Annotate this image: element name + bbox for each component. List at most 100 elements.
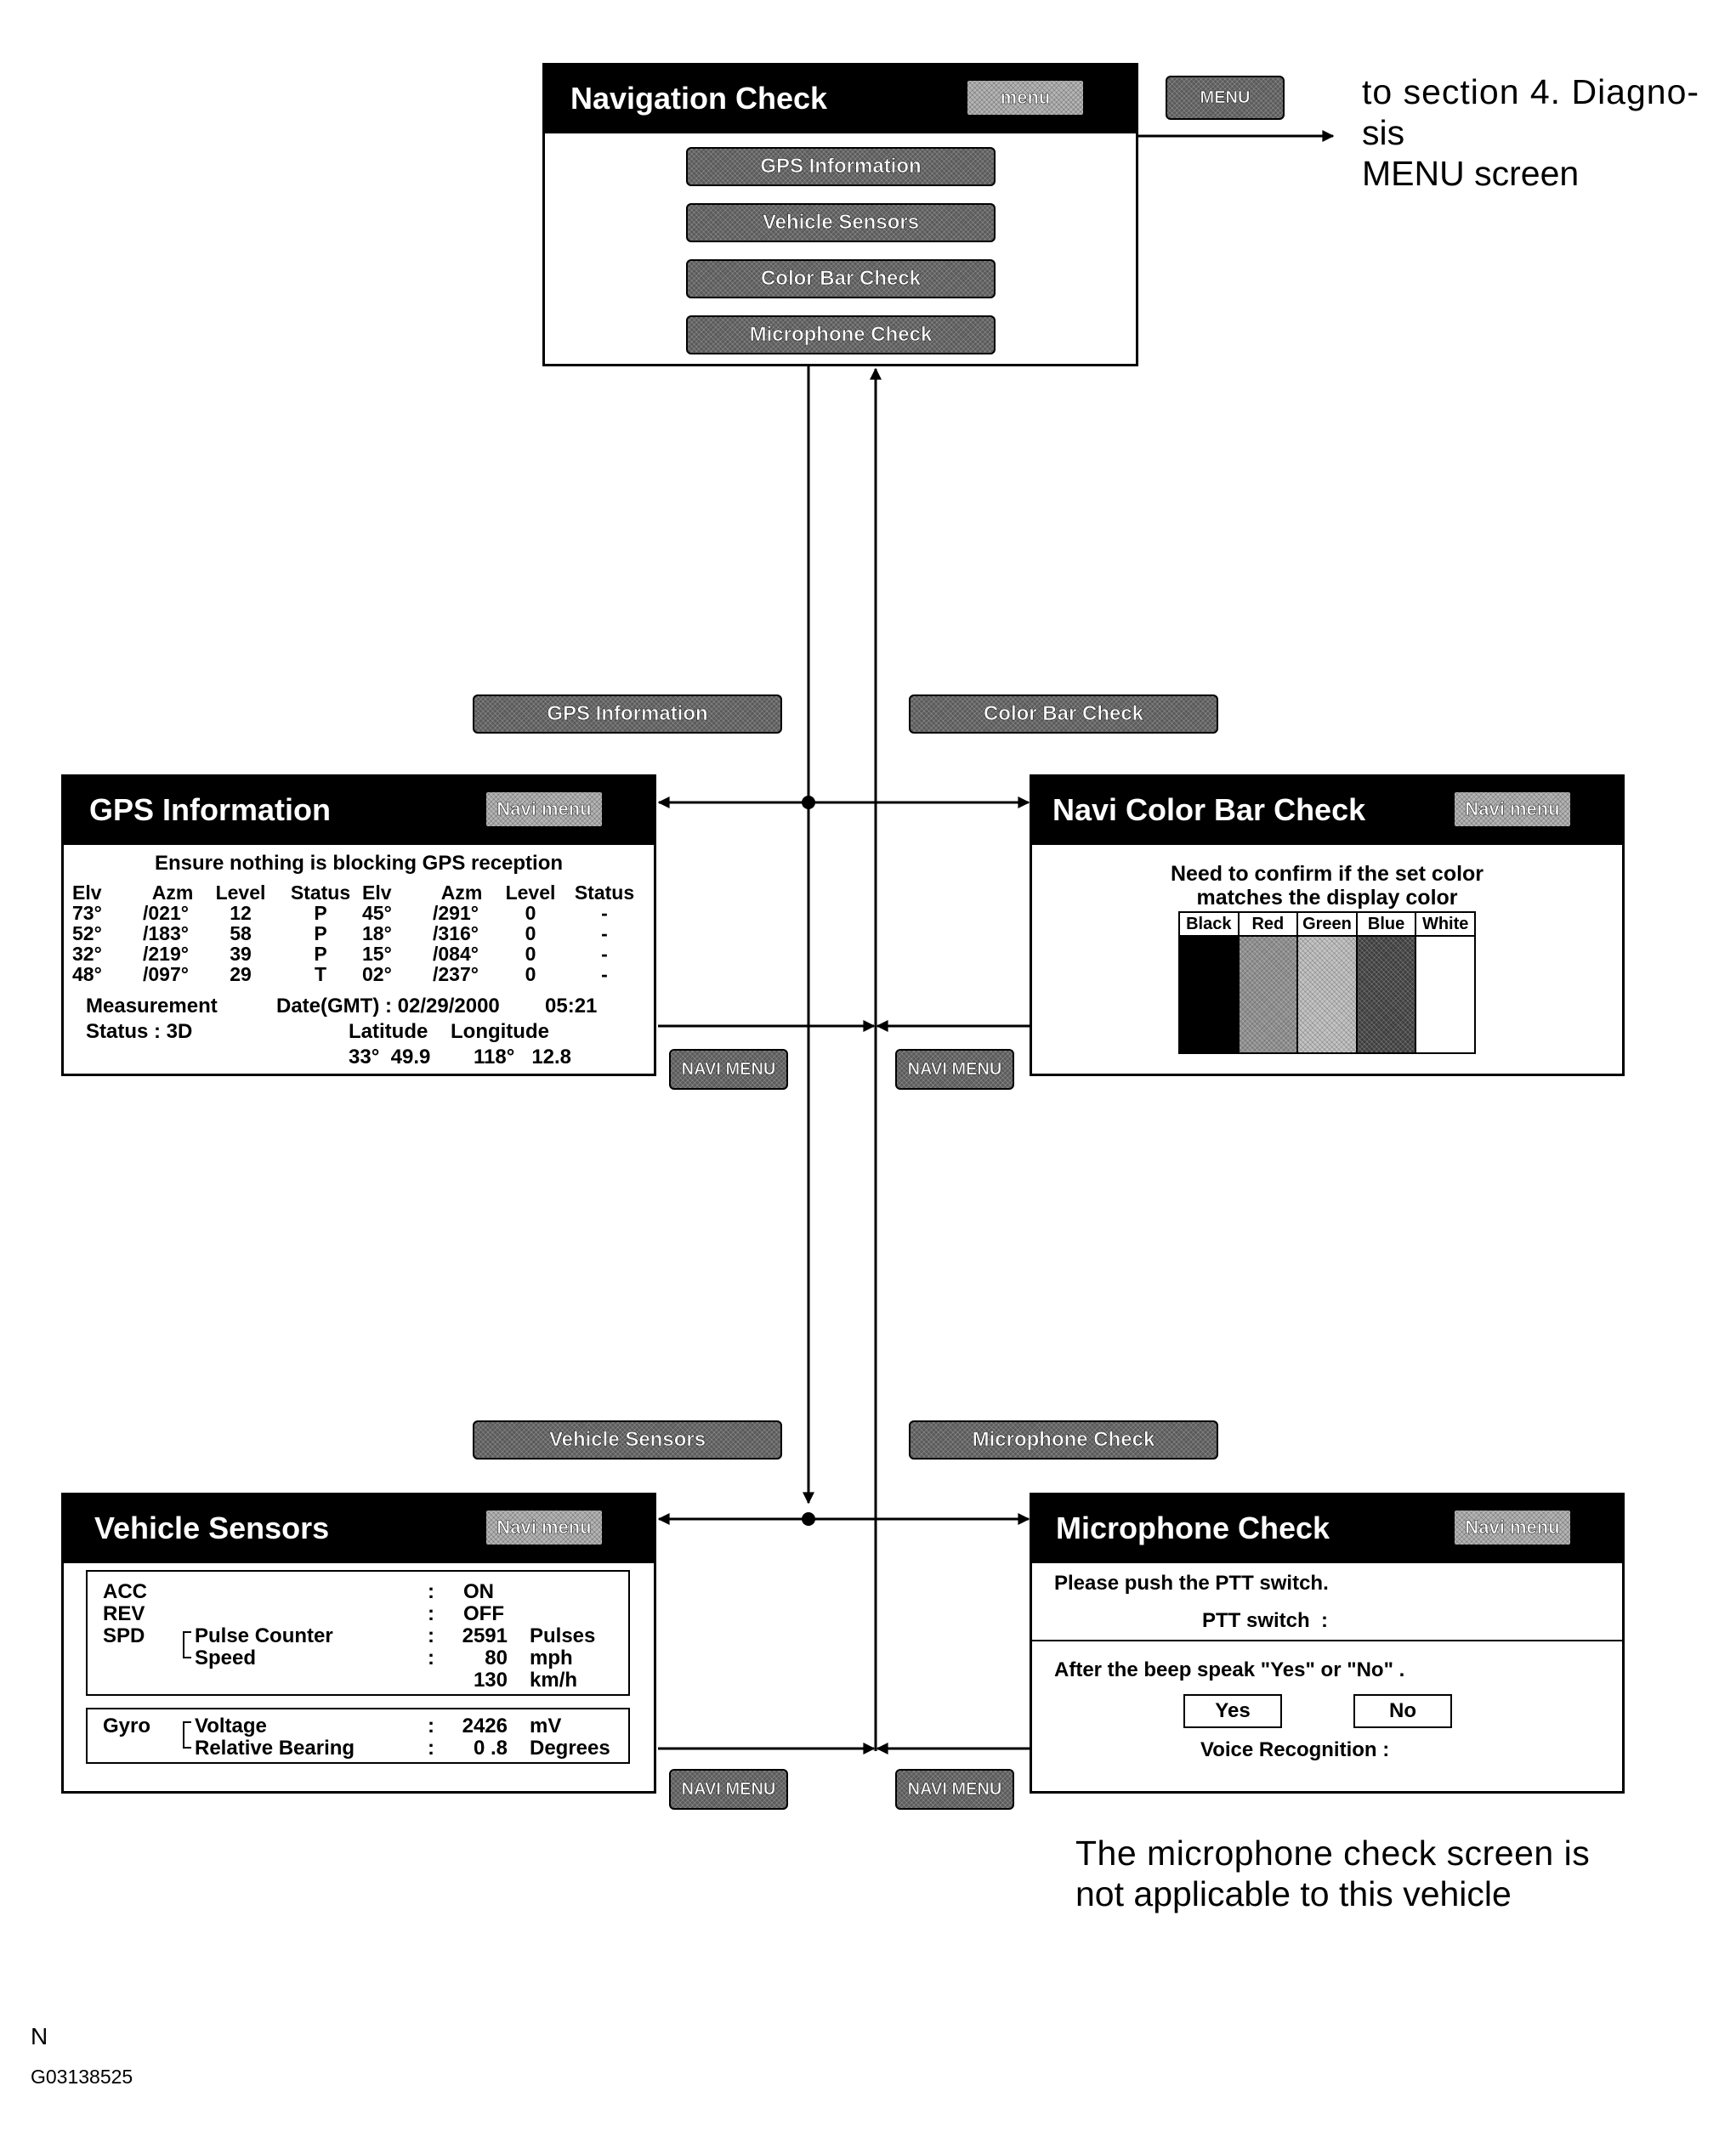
gps-satellite-table: Elv Azm Level Status Elv Azm Level Statu…: [72, 882, 638, 984]
gps-navi-menu-button[interactable]: Navi menu: [485, 791, 604, 828]
microphone-check-key[interactable]: Microphone Check: [909, 1420, 1218, 1460]
rev-sep: :: [428, 1602, 434, 1625]
navi-menu-key-gps[interactable]: NAVI MENU: [669, 1049, 788, 1090]
gps-status: Status : 3D: [86, 1020, 193, 1043]
bearing-sep: :: [428, 1737, 434, 1760]
gps-longitude-label: Longitude: [451, 1020, 549, 1043]
gps-date: Date(GMT) : 02/29/2000: [276, 995, 500, 1017]
microphone-check-button[interactable]: Microphone Check: [686, 315, 996, 354]
microphone-navi-menu-button[interactable]: Navi menu: [1453, 1509, 1572, 1546]
table-cell: /237°: [433, 963, 479, 985]
table-cell: /097°: [143, 963, 189, 985]
navi-menu-key-microphone[interactable]: NAVI MENU: [895, 1769, 1014, 1810]
spd-sep: :: [428, 1624, 434, 1647]
footer-code: G03138525: [31, 2066, 133, 2088]
gps-time: 05:21: [545, 995, 598, 1017]
table-cell: P: [314, 922, 327, 944]
table-cell: 58: [230, 922, 252, 944]
table-cell: 48°: [72, 963, 102, 985]
gps-longitude-value: 118° 12.8: [474, 1046, 572, 1068]
swatch-label: Green: [1298, 913, 1356, 937]
note-top-line1: to section 4. Diagno-: [1362, 72, 1700, 111]
color-bar-navi-menu-button[interactable]: Navi menu: [1453, 791, 1572, 828]
microphone-title: Microphone Check: [1056, 1511, 1330, 1545]
junction-dot: [802, 1512, 815, 1526]
gps-information-screen: GPS Information Navi menu Ensure nothing…: [61, 774, 656, 1076]
gps-information-key[interactable]: GPS Information: [473, 694, 782, 734]
table-cell: 0: [525, 943, 536, 965]
rev-value: OFF: [463, 1602, 504, 1625]
pulse-unit: Pulses: [530, 1624, 596, 1647]
table-cell: 52°: [72, 922, 102, 944]
gps-information-button[interactable]: GPS Information: [686, 147, 996, 186]
table-cell: /291°: [433, 902, 479, 924]
menu-button[interactable]: menu: [966, 79, 1085, 116]
bearing-value: 0 .8: [473, 1737, 508, 1760]
navigation-check-title: Navigation Check: [570, 81, 828, 116]
color-bar-swatches: Black Red Green Blue White: [1178, 911, 1476, 1054]
vehicle-sensors-button[interactable]: Vehicle Sensors: [686, 203, 996, 242]
table-cell: /316°: [433, 922, 479, 944]
table-cell: 45°: [362, 902, 392, 924]
acc-sep: :: [428, 1580, 434, 1603]
color-bar-titlebar: Navi Color Bar Check Navi menu: [1032, 777, 1622, 845]
table-cell: T: [314, 963, 327, 985]
table-cell: 0: [525, 902, 536, 924]
table-row: 48° /097° 29 T 02° /237° 0 -: [72, 964, 638, 984]
col-header: Level: [215, 881, 266, 904]
yes-button[interactable]: Yes: [1183, 1694, 1282, 1728]
swatch-label: Black: [1180, 913, 1238, 937]
table-row: 32° /219° 39 P 15° /084° 0 -: [72, 944, 638, 964]
ptt-instruction: Please push the PTT switch.: [1054, 1572, 1329, 1595]
no-button[interactable]: No: [1353, 1694, 1452, 1728]
color-bar-title: Navi Color Bar Check: [1052, 792, 1366, 827]
vehicle-sensors-screen: Vehicle Sensors Navi menu ACC : ON REV :…: [61, 1493, 656, 1794]
table-row: 73° /021° 12 P 45° /291° 0 -: [72, 903, 638, 923]
note-bottom-line2: not applicable to this vehicle: [1075, 1874, 1512, 1913]
table-cell: 12: [230, 902, 252, 924]
spd-bracket: [183, 1631, 191, 1658]
microphone-titlebar: Microphone Check Navi menu: [1032, 1495, 1622, 1563]
navi-menu-key-color[interactable]: NAVI MENU: [895, 1049, 1014, 1090]
swatch-red: Red: [1239, 913, 1299, 1052]
vehicle-sensors-titlebar: Vehicle Sensors Navi menu: [64, 1495, 654, 1563]
spd-label: SPD: [103, 1624, 145, 1647]
speed-label: Speed: [195, 1647, 257, 1669]
gps-latitude-label: Latitude: [349, 1020, 428, 1043]
voltage-unit: mV: [530, 1715, 562, 1737]
table-cell: 0: [525, 922, 536, 944]
table-cell: -: [601, 943, 608, 965]
junction-dot: [802, 796, 815, 809]
table-row: 52° /183° 58 P 18° /316° 0 -: [72, 923, 638, 944]
navi-menu-key-vehicle[interactable]: NAVI MENU: [669, 1769, 788, 1810]
vehicle-sensors-title: Vehicle Sensors: [94, 1511, 330, 1545]
table-cell: 0: [525, 963, 536, 985]
swatch-fill: [1239, 937, 1297, 1052]
table-cell: P: [314, 902, 327, 924]
col-header: Azm: [151, 881, 194, 904]
color-bar-check-button[interactable]: Color Bar Check: [686, 259, 996, 298]
ptt-switch-label: PTT switch :: [1202, 1609, 1329, 1632]
speed-mph-value: 80: [485, 1647, 508, 1669]
table-cell: -: [601, 963, 608, 985]
voltage-label: Voltage: [195, 1715, 267, 1737]
gyro-label: Gyro: [103, 1715, 151, 1737]
color-bar-check-key[interactable]: Color Bar Check: [909, 694, 1218, 734]
table-cell: 15°: [362, 943, 392, 965]
menu-key[interactable]: MENU: [1166, 76, 1285, 120]
kmh-unit: km/h: [530, 1669, 578, 1692]
col-header: Elv: [362, 881, 392, 904]
gps-notice: Ensure nothing is blocking GPS reception: [154, 852, 564, 875]
gyro-bracket: [183, 1721, 191, 1749]
table-cell: /219°: [143, 943, 189, 965]
vehicle-sensors-key[interactable]: Vehicle Sensors: [473, 1420, 782, 1460]
bearing-label: Relative Bearing: [195, 1737, 355, 1760]
speak-instruction: After the beep speak "Yes" or "No" .: [1054, 1658, 1405, 1681]
microphone-divider: [1032, 1640, 1622, 1641]
table-cell: /183°: [143, 922, 189, 944]
vehicle-navi-menu-button[interactable]: Navi menu: [485, 1509, 604, 1546]
mph-unit: mph: [530, 1647, 573, 1669]
note-bottom-line1: The microphone check screen is: [1075, 1834, 1591, 1873]
acc-label: ACC: [103, 1580, 147, 1603]
